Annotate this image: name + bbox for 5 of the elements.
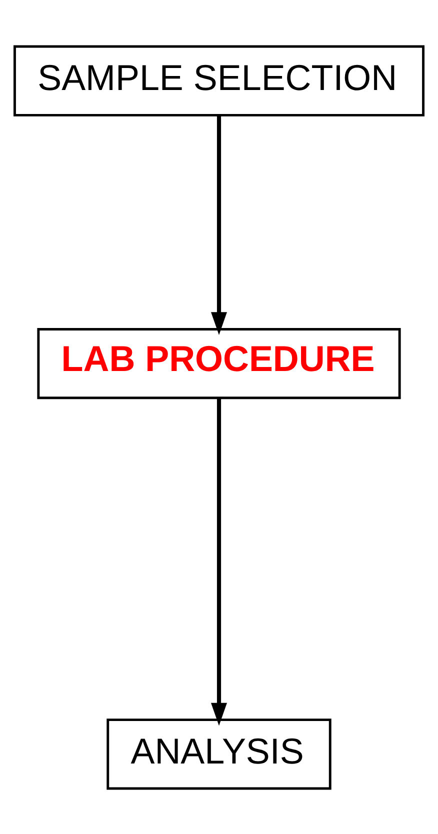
- arrow: [210, 115, 228, 335]
- node-box: SAMPLE SELECTION: [14, 44, 424, 116]
- node-box: ANALYSIS: [106, 718, 332, 790]
- arrow: [210, 398, 228, 726]
- node-box: LAB PROCEDURE: [37, 328, 401, 399]
